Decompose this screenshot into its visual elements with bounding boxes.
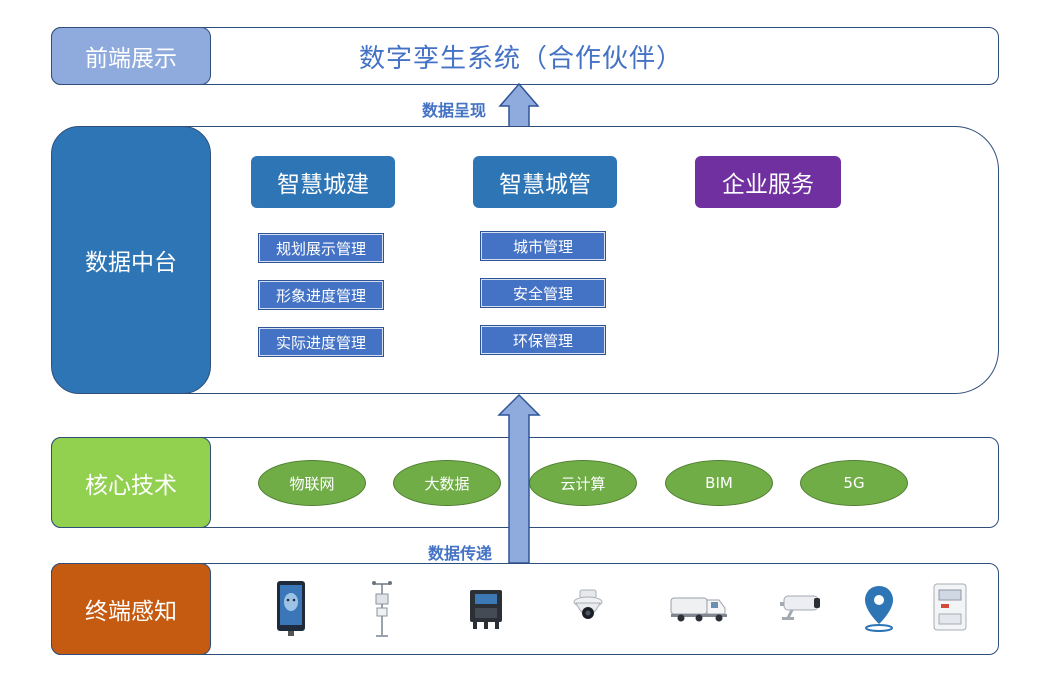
location-pin-icon: [865, 586, 893, 632]
data-transmit-label: 数据传递: [428, 544, 493, 563]
sub-image-progress[interactable]: 形象进度管理: [259, 281, 383, 309]
weather-station-icon: [372, 581, 392, 637]
core-tech-layer-label: 核心技术: [51, 437, 211, 528]
tech-big-data: 大数据: [393, 460, 501, 506]
bullet-camera-icon: [780, 595, 820, 620]
data-transmit-arrow: [497, 393, 541, 564]
sub-planning-display[interactable]: 规划展示管理: [259, 234, 383, 262]
frontend-layer-label: 前端展示: [51, 27, 211, 85]
module-enterprise-service[interactable]: 企业服务: [695, 156, 841, 208]
smart-meter-icon: [933, 583, 967, 631]
sub-city-management[interactable]: 城市管理: [481, 232, 605, 260]
module-smart-construction[interactable]: 智慧城建: [251, 156, 395, 208]
module-smart-city-management[interactable]: 智慧城管: [473, 156, 617, 208]
dome-camera-icon: [573, 589, 603, 619]
sweeper-truck-icon: [670, 597, 727, 622]
sub-actual-progress[interactable]: 实际进度管理: [259, 328, 383, 356]
face-recognition-terminal-icon: [277, 581, 305, 636]
terminal-layer-label: 终端感知: [51, 563, 211, 655]
tech-cloud-computing: 云计算: [529, 460, 637, 506]
electric-meter-box-icon: [470, 590, 502, 629]
sub-safety-management[interactable]: 安全管理: [481, 279, 605, 307]
tech-5g: 5G: [800, 460, 908, 506]
digital-twin-system-title: 数字孪生系统（合作伙伴）: [358, 43, 683, 74]
data-present-label: 数据呈现: [422, 101, 487, 120]
tech-bim: BIM: [665, 460, 773, 506]
tech-iot: 物联网: [258, 460, 366, 506]
sub-environmental-management[interactable]: 环保管理: [481, 326, 605, 354]
data-platform-layer-label: 数据中台: [51, 126, 211, 394]
